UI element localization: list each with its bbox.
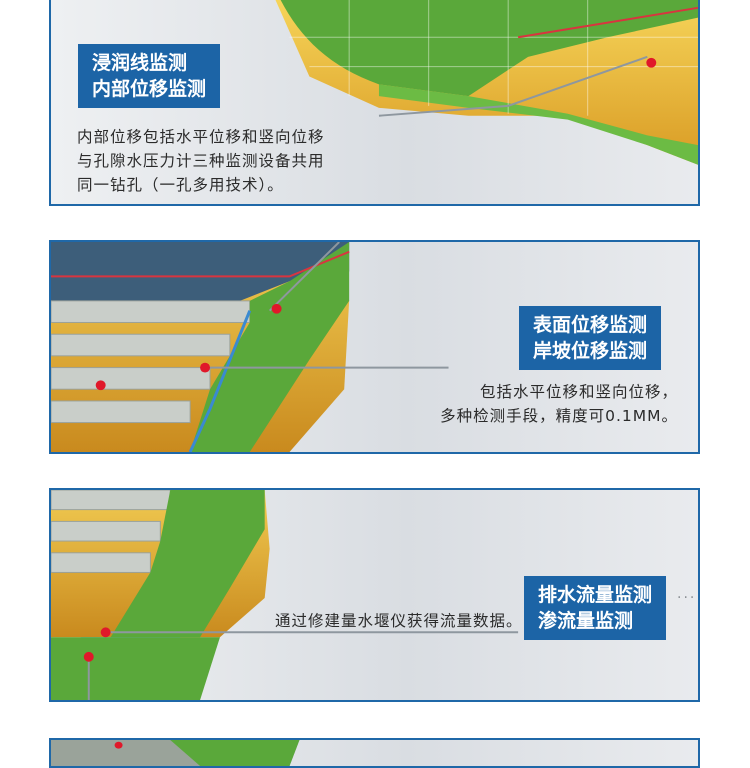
dam-cross-section-illustration-3 (51, 490, 519, 700)
desc-line-1: 通过修建量水堰仪获得流量数据。 (275, 612, 523, 630)
monitoring-point-marker-icon (200, 362, 211, 373)
desc-line-2: 多种检测手段，精度可0.1MM。 (440, 407, 678, 425)
panel-drainage-seepage-flow: 通过修建量水堰仪获得流量数据。 排水流量监测 渗流量监测 ··· (49, 488, 700, 702)
dam-cross-section-illustration-1 (275, 0, 698, 165)
section-title-badge: 浸润线监测 内部位移监测 (78, 44, 221, 108)
title-line-1: 浸润线监测 (92, 52, 188, 74)
dam-cross-section-illustration-2 (51, 242, 449, 452)
desc-line-1: 内部位移包括水平位移和竖向位移 (77, 128, 325, 146)
desc-line-2: 与孔隙水压力计三种监测设备共用 (77, 152, 325, 170)
section-title-badge: 表面位移监测 岸坡位移监测 (519, 306, 662, 370)
desc-line-1: 包括水平位移和竖向位移， (479, 383, 678, 401)
dotted-connector: ··· (677, 590, 697, 606)
desc-line-3: 同一钻孔（一孔多用技术）。 (77, 176, 284, 194)
panel-next-section (49, 738, 700, 768)
monitoring-point-marker-icon (95, 380, 106, 391)
monitoring-point-marker-icon (646, 57, 657, 68)
monitoring-point-marker-icon (271, 303, 282, 314)
monitoring-point-marker-icon (100, 627, 111, 638)
dam-cross-section-illustration-4 (51, 740, 300, 766)
title-line-2: 岸坡位移监测 (533, 340, 648, 362)
section-title-badge: 排水流量监测 渗流量监测 (524, 576, 667, 640)
section-description: 内部位移包括水平位移和竖向位移 与孔隙水压力计三种监测设备共用 同一钻孔（一孔多… (77, 125, 325, 197)
title-line-2: 内部位移监测 (92, 78, 207, 100)
title-line-2: 渗流量监测 (538, 610, 634, 632)
panel-surface-slope-displacement: 表面位移监测 岸坡位移监测 包括水平位移和竖向位移， 多种检测手段，精度可0.1… (49, 240, 700, 454)
monitoring-point-marker-icon (114, 741, 123, 749)
monitoring-point-marker-icon (83, 651, 94, 662)
title-line-1: 排水流量监测 (538, 584, 653, 606)
panel-seepage-internal-displacement: 浸润线监测 内部位移监测 内部位移包括水平位移和竖向位移 与孔隙水压力计三种监测… (49, 0, 700, 206)
title-line-1: 表面位移监测 (533, 314, 648, 336)
section-description: 包括水平位移和竖向位移， 多种检测手段，精度可0.1MM。 (440, 380, 678, 428)
section-description: 通过修建量水堰仪获得流量数据。 (275, 609, 523, 633)
